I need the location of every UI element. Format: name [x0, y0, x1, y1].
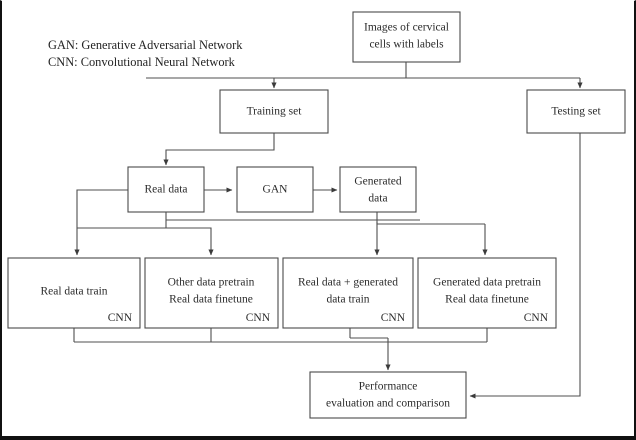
- real-data-label: Real data: [144, 184, 187, 196]
- node-other-data-pretrain[interactable]: Other data pretrain Real data finetune C…: [144, 257, 279, 329]
- generated-data-line2: data: [368, 193, 387, 205]
- edge-real-data-to-branch1: [74, 189, 128, 256]
- node-real-data-train[interactable]: Real data train CNN: [7, 257, 141, 329]
- training-set-box[interactable]: [219, 89, 329, 134]
- performance-evaluation-line1: Performance: [359, 381, 418, 393]
- edge-generated-data-bus: [376, 212, 485, 225]
- legend-line-gan: GAN: Generative Adversarial Network: [48, 38, 243, 52]
- other-data-pretrain-box[interactable]: [144, 257, 279, 329]
- other-data-pretrain-cnn-tag: CNN: [246, 312, 271, 324]
- legend: GAN: Generative Adversarial Network CNN:…: [48, 38, 243, 69]
- generated-data-pretrain-cnn-tag: CNN: [524, 312, 549, 324]
- real-plus-generated-data-train-line1: Real data + generated: [298, 277, 398, 289]
- generated-data-pretrain-box[interactable]: [417, 257, 557, 329]
- gan-label: GAN: [263, 184, 289, 196]
- testing-set-label: Testing set: [551, 106, 601, 118]
- generated-data-pretrain-line1: Generated data pretrain: [433, 277, 541, 289]
- generated-data-line1: Generated: [354, 176, 401, 188]
- edge-bus-to-branch2: [77, 227, 214, 256]
- images-of-cervical-cells-box[interactable]: [352, 11, 461, 63]
- real-data-train-cnn-tag: CNN: [108, 312, 133, 324]
- real-data-train-line1: Real data train: [40, 286, 107, 298]
- real-plus-generated-data-train-line2: data train: [326, 294, 369, 306]
- connector-layer: [73, 62, 583, 399]
- other-data-pretrain-line1: Other data pretrain: [168, 277, 255, 289]
- node-testing-set[interactable]: Testing set: [526, 89, 626, 134]
- edge-real-data-to-branch2: [77, 212, 167, 229]
- edge-source-to-split: [146, 62, 580, 79]
- generated-data-pretrain-line2: Real data finetune: [445, 294, 529, 306]
- node-real-plus-generated-data-train[interactable]: Real data + generated data train CNN: [282, 257, 414, 329]
- node-training-set[interactable]: Training set: [219, 89, 329, 134]
- node-gan[interactable]: GAN: [236, 166, 314, 213]
- node-images-of-cervical-cells[interactable]: Images of cervical cells with labels: [352, 11, 461, 63]
- real-data-train-box[interactable]: [7, 257, 141, 329]
- node-generated-data-pretrain[interactable]: Generated data pretrain Real data finetu…: [417, 257, 557, 329]
- edge-testing-set-to-performance: [469, 133, 581, 399]
- legend-line-cnn: CNN: Convolutional Neural Network: [48, 55, 236, 69]
- node-performance-evaluation[interactable]: Performance evaluation and comparison: [309, 371, 467, 419]
- generated-data-box[interactable]: [339, 166, 417, 213]
- node-real-data[interactable]: Real data: [127, 166, 205, 213]
- training-set-label: Training set: [247, 106, 303, 118]
- edge-training-set-to-real-data: [163, 133, 275, 166]
- gan-box[interactable]: [236, 166, 314, 213]
- real-plus-generated-data-train-cnn-tag: CNN: [381, 312, 406, 324]
- other-data-pretrain-line2: Real data finetune: [169, 294, 253, 306]
- performance-evaluation-box[interactable]: [309, 371, 467, 419]
- real-plus-generated-data-train-box[interactable]: [282, 257, 414, 329]
- images-of-cervical-cells-line1: Images of cervical: [364, 22, 449, 34]
- images-of-cervical-cells-line2: cells with labels: [369, 39, 444, 51]
- performance-evaluation-line2: evaluation and comparison: [326, 398, 450, 410]
- testing-set-box[interactable]: [526, 89, 626, 134]
- node-generated-data[interactable]: Generated data: [339, 166, 417, 213]
- real-data-box[interactable]: [127, 166, 205, 213]
